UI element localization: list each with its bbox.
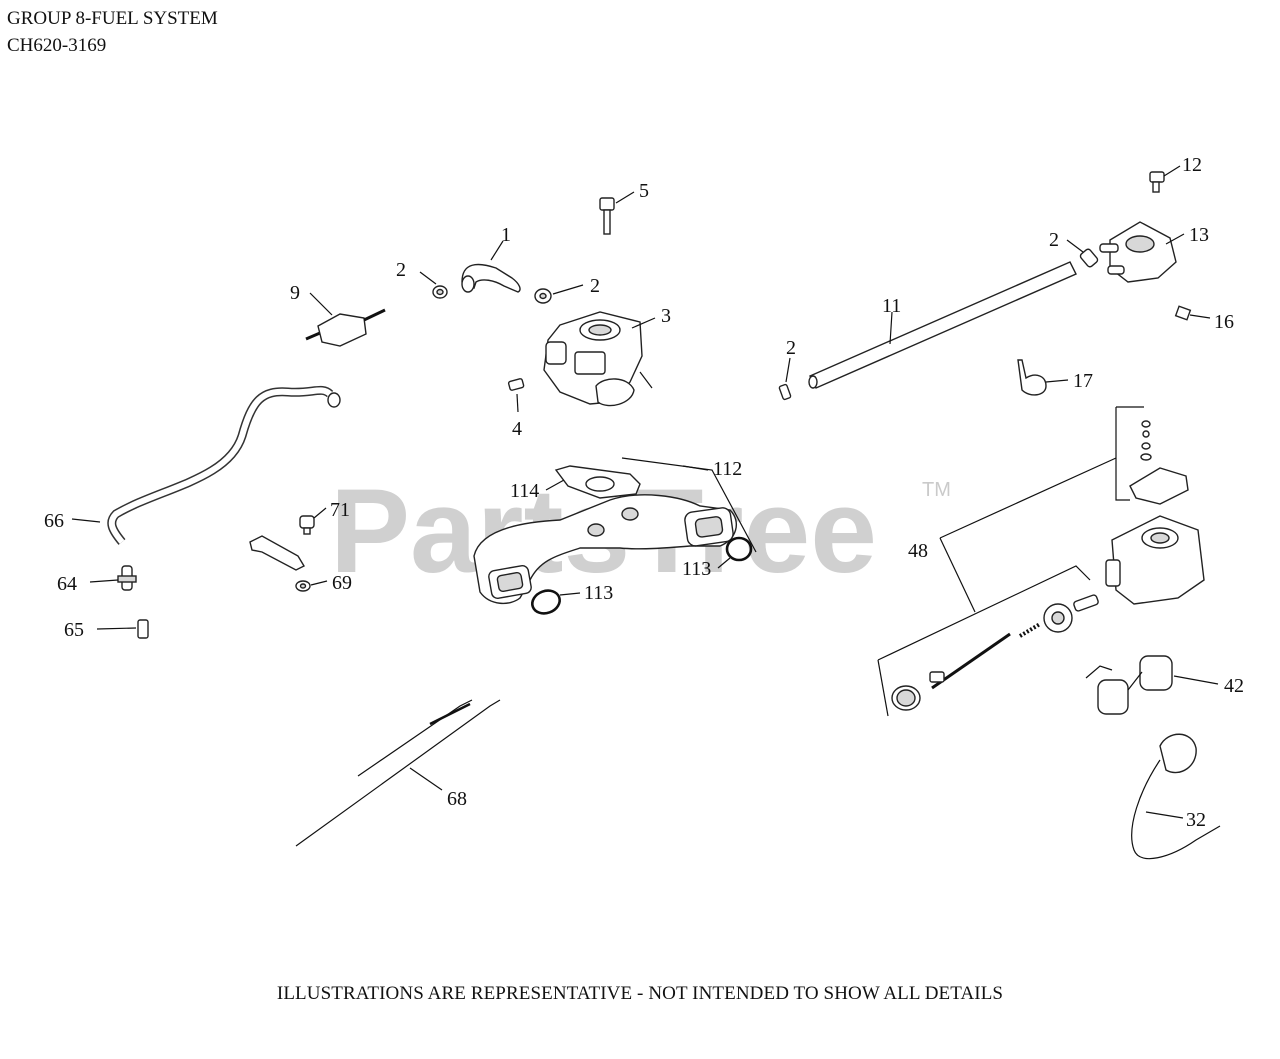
callout-3: 3 [661, 305, 671, 327]
part-113-o-ring[interactable] [529, 587, 563, 617]
part-2-hose-clamp[interactable] [778, 383, 792, 401]
callout-114: 114 [510, 480, 539, 502]
part-48-kit-bracket [877, 406, 1144, 717]
part-3-carburetor[interactable] [543, 311, 653, 407]
part-2-hose-clamp[interactable] [432, 285, 448, 299]
callout-4: 4 [512, 418, 522, 440]
callout-69: 69 [332, 572, 352, 594]
disclaimer-footer: ILLUSTRATIONS ARE REPRESENTATIVE - NOT I… [276, 983, 1004, 1004]
callout-2-left: 2 [396, 259, 406, 281]
callout-65: 65 [64, 619, 84, 641]
callout-32: 32 [1186, 809, 1206, 831]
callout-2-right: 2 [590, 275, 600, 297]
callout-2-upper-right: 2 [1049, 229, 1059, 251]
callout-12: 12 [1182, 154, 1202, 176]
part-64-fitting[interactable] [117, 565, 137, 591]
callout-1: 1 [501, 224, 511, 246]
part-113-o-ring[interactable] [725, 536, 753, 562]
callout-42: 42 [1224, 675, 1244, 697]
part-68-wire-harness[interactable] [295, 699, 501, 847]
part-69-washer[interactable] [295, 580, 311, 592]
part-66-fuel-hose[interactable] [107, 385, 341, 545]
part-13-fuel-pump[interactable] [1099, 221, 1177, 283]
callout-2-mid: 2 [786, 337, 796, 359]
part-16-clip[interactable] [1174, 305, 1192, 321]
part-71-screw[interactable] [299, 515, 315, 535]
callout-13: 13 [1189, 224, 1209, 246]
callout-16: 16 [1214, 311, 1234, 333]
engine-model-number: CH620-3169 [7, 35, 107, 56]
part-48-diaphragm-stack[interactable] [1129, 420, 1189, 505]
part-32-wire-lead[interactable] [1131, 733, 1221, 860]
callout-17: 17 [1073, 370, 1093, 392]
part-1-fuel-hose-elbow[interactable] [461, 263, 521, 293]
callout-71: 71 [330, 499, 350, 521]
part-2-hose-clamp[interactable] [534, 288, 552, 304]
part-4-jet-screw[interactable] [507, 378, 525, 391]
part-17-line-clamp[interactable] [1017, 359, 1047, 396]
callout-66: 66 [44, 510, 64, 532]
part-48-throttle-shaft[interactable] [891, 594, 1099, 711]
part-42-fuel-solenoid[interactable] [1085, 655, 1173, 715]
callout-68: 68 [447, 788, 467, 810]
callout-64: 64 [57, 573, 77, 595]
part-12-screw[interactable] [1149, 171, 1165, 193]
callout-9: 9 [290, 282, 300, 304]
callout-5: 5 [639, 180, 649, 202]
part-9-fuel-filter[interactable] [305, 308, 386, 347]
part-48-carburetor-body[interactable] [1105, 515, 1205, 605]
watermark-tm: TM [922, 479, 951, 501]
callout-113-upper: 113 [682, 558, 711, 580]
callout-112: 112 [713, 458, 742, 480]
bracket[interactable] [249, 535, 305, 571]
part-112-intake-manifold[interactable] [473, 494, 738, 605]
callout-11: 11 [882, 295, 901, 317]
diagram-group-title: GROUP 8-FUEL SYSTEM [7, 8, 218, 29]
part-114-gasket[interactable] [554, 465, 641, 499]
callout-48: 48 [908, 540, 928, 562]
part-11-fuel-line[interactable] [808, 261, 1077, 389]
callout-113-lower: 113 [584, 582, 613, 604]
part-2-hose-clamp[interactable] [1079, 248, 1099, 268]
part-5-bolt[interactable] [599, 197, 615, 235]
part-65-plug[interactable] [137, 619, 149, 639]
